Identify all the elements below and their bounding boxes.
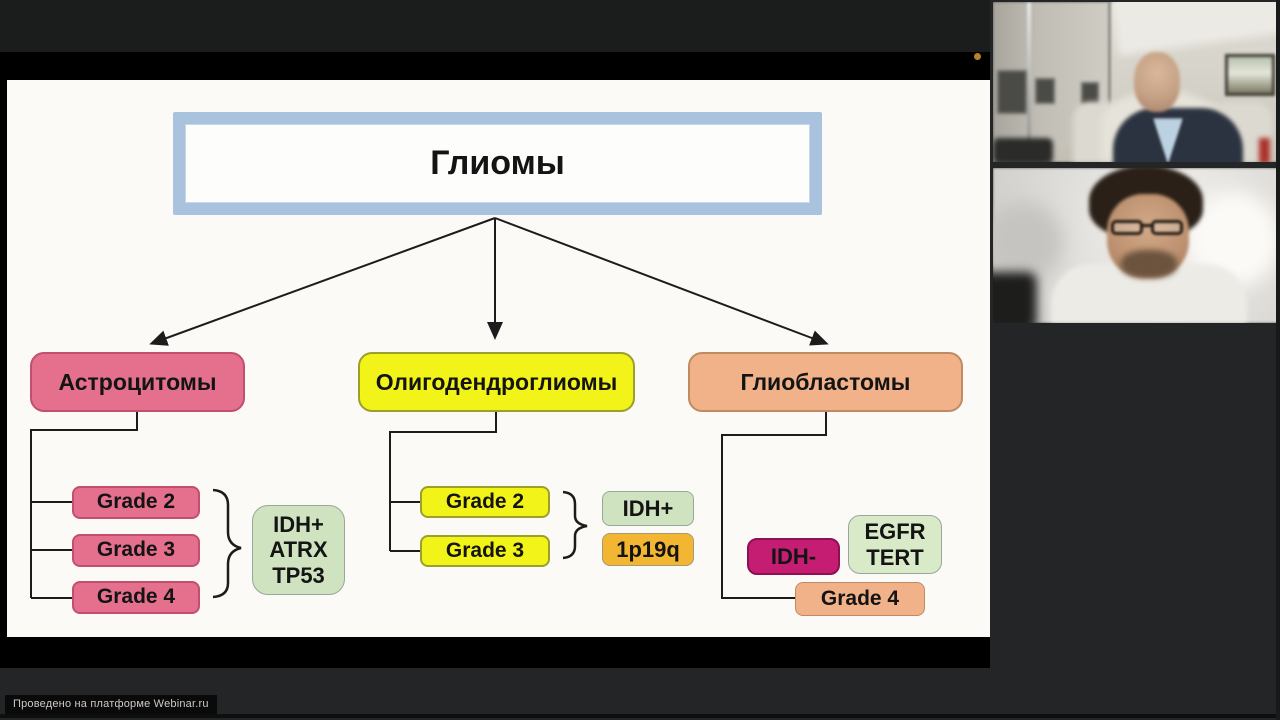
glasses-bridge	[1141, 224, 1153, 227]
grade-label: Grade 3	[96, 538, 176, 562]
category-label: Астроцитомы	[58, 368, 217, 395]
slide-canvas: Глиомы Астроцитомы Олигодендроглиомы Гли…	[7, 80, 990, 637]
category-box-glioblastomas: Глиобластомы	[688, 352, 963, 412]
marker-box-idh-plus: IDH+	[602, 491, 694, 526]
bottom-divider	[0, 714, 1280, 718]
video-tile-speaker-1[interactable]	[993, 2, 1280, 162]
grade-box: Grade 3	[72, 534, 200, 567]
slide-title-box: Глиомы	[173, 112, 822, 215]
marker-line: 1p19q	[616, 536, 680, 562]
category-label: Глиобластомы	[740, 368, 911, 395]
category-box-oligodendrogliomas: Олигодендроглиомы	[358, 352, 635, 412]
marker-box-idh-atrx-tp53: IDH+ ATRX TP53	[252, 505, 345, 595]
grade-label: Grade 4	[820, 586, 900, 610]
mirror-rail	[1027, 2, 1031, 140]
marker-box-1p19q: 1p19q	[602, 533, 694, 566]
marker-line: TP53	[272, 562, 325, 588]
category-box-astrocytomas: Астроцитомы	[30, 352, 245, 412]
stage-top-bar	[0, 0, 990, 52]
marker-line: ATRX	[269, 537, 328, 563]
speaker-2-beard	[1121, 250, 1177, 278]
video-feed	[993, 168, 1280, 323]
grade-box: Grade 2	[420, 486, 550, 518]
grade-box: Grade 3	[420, 535, 550, 567]
platform-watermark-badge: Проведено на платформе Webinar.ru	[5, 695, 217, 714]
marker-line: IDH-	[770, 543, 817, 569]
speaker-1-head	[1134, 52, 1180, 112]
grade-label: Grade 4	[96, 585, 176, 609]
dark-corner	[993, 272, 1037, 323]
glasses-right-lens	[1151, 220, 1183, 235]
glasses-left-lens	[1111, 220, 1143, 235]
desk-object	[993, 138, 1053, 162]
grade-box: Grade 4	[72, 581, 200, 614]
grade-box: Grade 2	[72, 486, 200, 519]
grade-label: Grade 2	[96, 490, 176, 514]
wall-photos	[997, 70, 1027, 114]
video-tile-speaker-2[interactable]	[993, 168, 1280, 323]
speaker-1-suit	[1113, 108, 1243, 162]
grade-box: Grade 4	[795, 582, 925, 616]
marker-line: IDH+	[273, 512, 324, 538]
wall-photo	[1035, 78, 1055, 104]
background-blur	[993, 202, 1063, 282]
framed-picture	[1225, 54, 1275, 96]
wall-photo	[1081, 82, 1099, 104]
grade-label: Grade 2	[445, 489, 525, 513]
grade-label: Grade 3	[445, 538, 525, 562]
video-feed	[993, 2, 1280, 162]
marker-box-idh-minus: IDH-	[747, 538, 840, 575]
status-dot-icon	[974, 53, 981, 60]
category-label: Олигодендроглиомы	[375, 368, 618, 395]
marker-line: TERT	[866, 544, 924, 570]
presentation-stage: Глиомы Астроцитомы Олигодендроглиомы Гли…	[0, 0, 990, 668]
marker-line: IDH+	[622, 495, 674, 521]
slide-title: Глиомы	[430, 143, 565, 182]
red-object	[1259, 138, 1270, 162]
marker-line: EGFR	[864, 519, 926, 545]
right-edge-shade	[1276, 0, 1280, 720]
marker-box-egfr-tert: EGFR TERT	[848, 515, 942, 574]
